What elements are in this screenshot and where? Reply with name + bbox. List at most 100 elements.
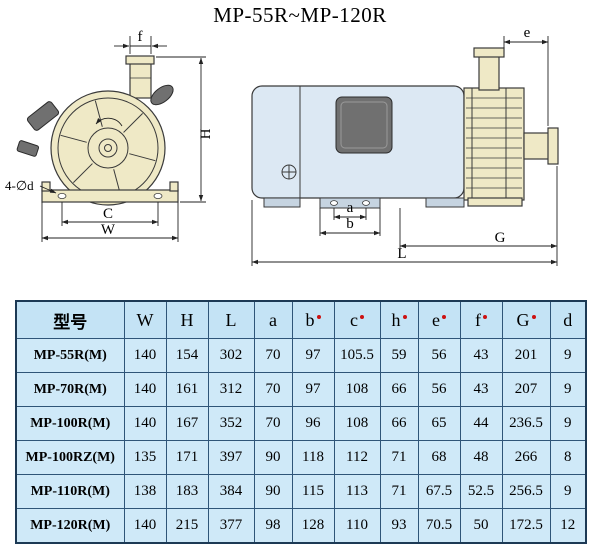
header-mark <box>316 314 321 319</box>
spec-value: 59 <box>379 338 419 373</box>
spec-value: 201 <box>501 338 551 373</box>
header-mark <box>402 314 407 319</box>
spec-value: 96 <box>291 406 335 441</box>
column-header-H: H <box>165 300 209 339</box>
spec-value: 118 <box>291 440 335 475</box>
spec-value: 66 <box>379 406 419 441</box>
spec-value: 110 <box>333 508 381 544</box>
spec-value: 97 <box>291 338 335 373</box>
pump-side-view: e a b G L <box>251 25 559 266</box>
column-header-model: 型号 <box>15 300 125 339</box>
top-plug <box>150 84 174 106</box>
spec-value: 65 <box>417 406 461 441</box>
column-header-c: c <box>333 300 381 339</box>
mount-hole <box>153 192 163 199</box>
spec-value: 71 <box>379 474 419 509</box>
nameplate <box>335 96 393 154</box>
spec-value: 183 <box>165 474 209 509</box>
spec-value: 9 <box>549 372 587 407</box>
spec-value: 115 <box>291 474 335 509</box>
pump-head <box>463 87 525 201</box>
inlet-pipe <box>129 61 152 99</box>
spec-value: 397 <box>207 440 255 475</box>
dim-label-h: H <box>198 128 214 139</box>
spec-value: 97 <box>291 372 335 407</box>
spec-value: 43 <box>459 338 503 373</box>
spec-value: 8 <box>549 440 587 475</box>
spec-value: 171 <box>165 440 209 475</box>
dim-label-a: a <box>347 200 354 216</box>
spec-value: 140 <box>123 372 167 407</box>
spec-value: 66 <box>379 372 419 407</box>
pump-head-ribs <box>466 97 522 189</box>
head-foot <box>467 197 523 207</box>
column-header-d: d <box>549 300 587 339</box>
rotation-arrow-icon <box>95 117 123 127</box>
spec-value: 167 <box>165 406 209 441</box>
header-mark <box>531 314 536 319</box>
dim-label-f: f <box>138 29 143 45</box>
spec-value: 9 <box>549 338 587 373</box>
spec-value: 44 <box>459 406 503 441</box>
spec-value: 70.5 <box>417 508 461 544</box>
dim-label-b: b <box>346 216 354 232</box>
clamp-knob <box>26 101 60 131</box>
header-mark <box>442 314 446 319</box>
spec-value: 256.5 <box>501 474 551 509</box>
dim-label-l: L <box>397 246 406 262</box>
earth-symbol-icon <box>281 164 297 180</box>
technical-drawing: f H C W 4-∅d <box>5 25 559 266</box>
inlet-stub-flange <box>473 47 505 58</box>
spec-value: 43 <box>459 372 503 407</box>
spec-value: 215 <box>165 508 209 544</box>
side-plug <box>16 140 40 157</box>
spec-value: 90 <box>253 474 293 509</box>
column-header-h: h <box>379 300 419 339</box>
column-header-W: W <box>123 300 167 339</box>
spec-value: 377 <box>207 508 255 544</box>
inlet-pipe-flange <box>125 55 155 65</box>
outlet-stub <box>523 132 551 160</box>
spec-value: 135 <box>123 440 167 475</box>
spec-value: 154 <box>165 338 209 373</box>
spec-value: 68 <box>417 440 461 475</box>
spec-value: 48 <box>459 440 503 475</box>
spec-value: 236.5 <box>501 406 551 441</box>
base-bracket <box>41 189 179 203</box>
spec-value: 70 <box>253 372 293 407</box>
model-name: MP-100R(M) <box>15 406 125 441</box>
column-header-a: a <box>253 300 293 339</box>
spec-value: 312 <box>207 372 255 407</box>
spec-value: 108 <box>333 406 381 441</box>
header-mark <box>360 314 364 319</box>
dim-label-e: e <box>524 25 531 41</box>
spec-value: 140 <box>123 508 167 544</box>
spec-value: 70 <box>253 338 293 373</box>
spec-value: 52.5 <box>459 474 503 509</box>
holes-callout: 4-∅d <box>5 178 34 193</box>
column-header-f: f <box>459 300 503 339</box>
dim-label-w: W <box>101 222 116 238</box>
dim-label-c: C <box>103 206 113 222</box>
dim-label-g: G <box>495 230 506 246</box>
mount-foot-plate <box>319 197 381 209</box>
spec-value: 352 <box>207 406 255 441</box>
spec-value: 93 <box>379 508 419 544</box>
spec-value: 384 <box>207 474 255 509</box>
inlet-stub <box>478 55 500 91</box>
spec-value: 56 <box>417 372 461 407</box>
model-name: MP-70R(M) <box>15 372 125 407</box>
motor-foot-right <box>425 197 465 208</box>
spec-value: 56 <box>417 338 461 373</box>
model-name: MP-100RZ(M) <box>15 440 125 475</box>
spec-value: 9 <box>549 474 587 509</box>
spec-value: 128 <box>291 508 335 544</box>
